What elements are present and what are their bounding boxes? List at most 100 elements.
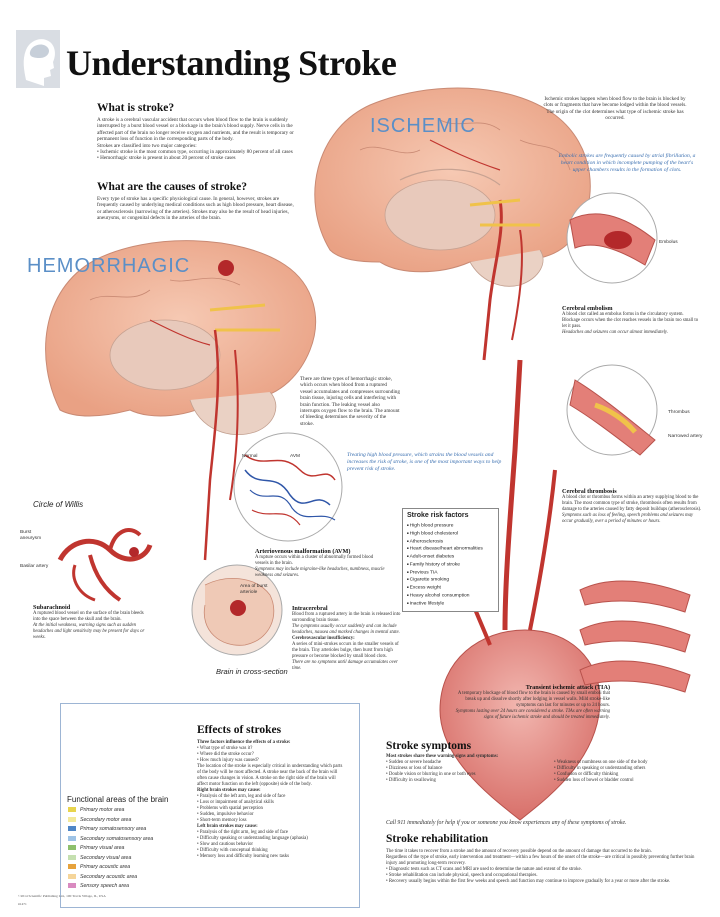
intracerebral-body: Blood from a ruptured artery in the brai… xyxy=(292,612,401,623)
legend-label: Secondary acoustic area xyxy=(80,873,138,880)
rehab-item: • Recovery usually begins within the fir… xyxy=(386,879,671,884)
right-brain-item: • Problems with spatial perception xyxy=(197,806,263,811)
legend-swatch xyxy=(68,826,76,832)
risk-item: Excess weight xyxy=(407,584,494,592)
tia-section: Transient ischemic attack (TIA) A tempor… xyxy=(450,684,610,721)
right-brain-item: • Paralysis of the left arm, leg and sid… xyxy=(197,794,286,799)
risk-item: High blood pressure xyxy=(407,522,494,530)
legend-swatch xyxy=(68,864,76,870)
risk-factors-box: Stroke risk factors High blood pressure … xyxy=(402,508,499,612)
effects-location: The location of the stroke is especially… xyxy=(197,764,343,787)
page-title: Understanding Stroke xyxy=(66,43,397,83)
ischemic-brain xyxy=(314,87,591,361)
legend-item: Secondary acoustic area xyxy=(68,874,137,880)
intracerebral-symptoms: The symptoms usually occur suddenly and … xyxy=(292,624,400,635)
symptoms-heading: Stroke symptoms xyxy=(386,740,472,752)
avm-symptoms: Symptoms may include migraine-like heada… xyxy=(255,567,385,578)
risk-item: Previous TIA xyxy=(407,569,494,577)
legend-item: Sensory speech area xyxy=(68,883,129,889)
rehab-body: The time it takes to recover from a stro… xyxy=(386,849,652,854)
symptom-item: • Double vision or blurring in one or bo… xyxy=(386,772,476,777)
left-brain-item: • Slow and cautious behavior xyxy=(197,842,254,847)
what-is-stroke-intro: Strokes are classified into two major ca… xyxy=(97,142,197,149)
symptom-item: • Confusion or difficulty thinking xyxy=(554,772,619,777)
legend-item: Primary somatosensory area xyxy=(68,826,146,832)
basilar-artery-label: Basilar artery xyxy=(20,564,49,569)
functional-areas-title: Functional areas of the brain xyxy=(67,795,169,804)
call-911-note: Call 911 immediately for help if you or … xyxy=(386,820,627,826)
intracerebral-heading: Intracerebral xyxy=(292,605,328,612)
ischemic-label: ISCHEMIC xyxy=(370,115,476,137)
thrombosis-symptoms: Symptoms such as loss of feeling, speech… xyxy=(562,513,694,524)
symptoms-intro: Most strokes share these warning signs a… xyxy=(386,754,499,759)
legend-item: Primary visual area xyxy=(68,845,124,851)
blood-pressure-note: Treating high blood pressure, which stra… xyxy=(347,452,502,472)
what-is-stroke-text: A stroke is a cerebral vascular accident… xyxy=(97,117,297,162)
brain-cross-section-label: Brain in cross-section xyxy=(216,667,288,676)
symptom-item: • Sudden or severe headache xyxy=(386,760,441,765)
legend-item: Primary acoustic area xyxy=(68,864,130,870)
copyright-text: ©2014 Scientific Publishing Ltd., 100 Tr… xyxy=(18,894,106,898)
avm-section: Arteriovenous malformation (AVM) A ruptu… xyxy=(255,548,385,579)
effects-heading: Effects of strokes xyxy=(197,724,282,736)
effects-factor: • Where did the stroke occur? xyxy=(197,752,254,757)
legend-swatch xyxy=(68,807,76,813)
normal-label: Normal xyxy=(242,454,258,459)
brain-cross-section xyxy=(191,564,283,656)
embolic-note: Embolic strokes are frequently caused by… xyxy=(558,153,696,173)
effects-factor: • How much injury was caused? xyxy=(197,758,259,763)
heart-illustration xyxy=(439,359,601,821)
left-brain-item: • Difficulty speaking or understanding l… xyxy=(197,836,308,841)
risk-item: Heavy alcohol consumption xyxy=(407,592,494,600)
symptom-item: • Dizziness or loss of balance xyxy=(386,766,443,771)
symptom-item: • Weakness or numbness on one side of th… xyxy=(554,760,648,765)
legend-item: Secondary motor area xyxy=(68,817,131,823)
legend-swatch xyxy=(68,873,76,879)
embolus-artery-inset xyxy=(566,192,658,284)
ischemic-description: Ischemic strokes happen when blood flow … xyxy=(543,96,687,122)
effects-panel xyxy=(60,703,360,908)
symptom-item: • Sudden loss of bowel or bladder contro… xyxy=(554,778,634,783)
embolism-body: A blood clot called an embolus forms in … xyxy=(562,312,699,329)
intracerebral-section: Intracerebral Blood from a ruptured arte… xyxy=(292,605,402,672)
head-silhouette-icon xyxy=(16,30,60,88)
left-brain-heading: Left brain strokes may cause: xyxy=(197,824,258,829)
effects-factor: • What type of stroke was it? xyxy=(197,746,253,751)
legend-label: Primary somatosensory area xyxy=(80,826,147,832)
hemorrhagic-brain xyxy=(45,240,316,561)
left-brain-item: • Difficulty with conceptual thinking xyxy=(197,848,268,853)
rehab-item: • Diagnostic tests such as CT scans and … xyxy=(386,867,582,872)
product-code: #1471 xyxy=(18,902,27,906)
risk-item: Heart disease/heart abnormalities xyxy=(407,545,494,553)
cerebrovascular-body: A series of mini-strokes occurs in the s… xyxy=(292,642,399,659)
circle-of-willis-diagram xyxy=(57,528,153,602)
tia-heading: Transient ischemic attack (TIA) xyxy=(525,684,610,691)
what-is-stroke-heading: What is stroke? xyxy=(97,102,175,114)
symptom-item: • Difficulty in speaking or understandin… xyxy=(554,766,646,771)
legend-swatch xyxy=(68,816,76,822)
cerebrovascular-symptoms: There are no symptoms until damage accum… xyxy=(292,660,398,671)
left-brain-item: • Paralysis of the right arm, leg and si… xyxy=(197,830,289,835)
risk-item: Adult-onset diabetes xyxy=(407,553,494,561)
thrombus-artery-inset xyxy=(566,364,658,456)
burst-arteriole-label: Area of burst arteriole xyxy=(240,584,268,595)
thrombosis-heading: Cerebral thrombosis xyxy=(562,488,617,495)
legend-item: Secondary visual area xyxy=(68,855,131,861)
effects-text: Three factors influence the effects of a… xyxy=(197,740,347,860)
legend-item: Secondary somatosensory area xyxy=(68,836,153,842)
right-brain-item: • Short-term memory loss xyxy=(197,818,247,823)
hemorrhagic-label: HEMORRHAGIC xyxy=(27,255,191,277)
embolism-section: Cerebral embolism A blood clot called an… xyxy=(562,305,702,336)
rehab-body-2: Regardless of the type of stroke, early … xyxy=(386,855,695,866)
risk-item: Cigarette smoking xyxy=(407,576,494,584)
hemorrhagic-description: There are three types of hemorrhagic str… xyxy=(300,376,400,427)
embolism-heading: Cerebral embolism xyxy=(562,305,613,312)
risk-item: Atherosclerosis xyxy=(407,538,494,546)
right-brain-item: • Loss or impairment of analytical skill… xyxy=(197,800,274,805)
embolus-label: Embolus xyxy=(659,240,678,245)
subarachnoid-section: Subarachnoid A ruptured blood vessel on … xyxy=(33,604,148,641)
symptoms-text: Most strokes share these warning signs a… xyxy=(386,754,706,784)
thrombus-label: Thrombus xyxy=(668,410,690,415)
circle-of-willis-label: Circle of Willis xyxy=(33,500,84,509)
